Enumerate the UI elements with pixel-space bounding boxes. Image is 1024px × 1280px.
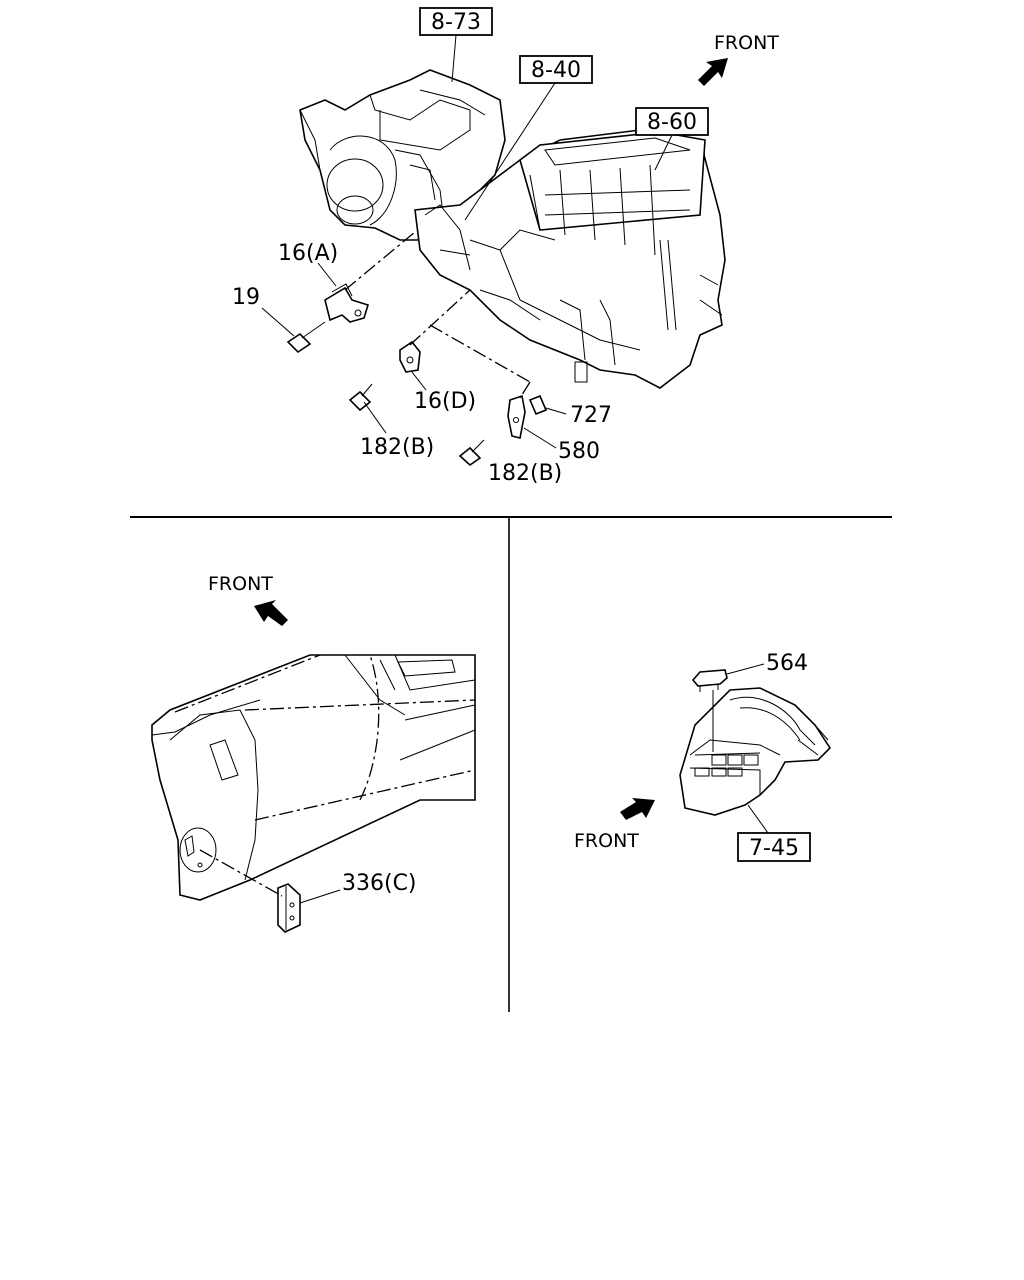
front-arrow-icon: [698, 58, 728, 86]
callout-19: 19: [232, 285, 260, 310]
leader-727: [545, 407, 567, 415]
callout-564: 564: [766, 651, 808, 676]
bracket-580[interactable]: [507, 394, 526, 439]
clip-564[interactable]: [691, 669, 728, 692]
centerline-580: [429, 324, 531, 383]
front-label-right: FRONT: [574, 830, 639, 852]
ref-box-8-60[interactable]: 8-60: [635, 107, 709, 136]
callout-16a: 16(A): [278, 241, 338, 266]
leader-336c: [299, 889, 341, 904]
leader-8-60: [654, 134, 673, 171]
front-label-top: FRONT: [714, 32, 779, 54]
bottom-left-section: FRONT 336(C): [151, 573, 476, 933]
callout-580: 580: [558, 439, 600, 464]
front-arrow-right-icon: [620, 798, 655, 820]
front-label-left: FRONT: [208, 573, 273, 595]
ref-box-8-40[interactable]: 8-40: [519, 55, 593, 84]
leader-19: [261, 307, 295, 337]
leader-16a: [317, 262, 337, 287]
screw-182b-1[interactable]: [348, 383, 373, 412]
leader-8-40: [464, 82, 556, 221]
leader-16d: [411, 371, 427, 391]
top-section: 8-73 8-40 8-60 FRONT 16(A) 19: [232, 7, 779, 486]
svg-text:7-45: 7-45: [749, 836, 799, 861]
console-unit[interactable]: [679, 687, 832, 816]
callout-727: 727: [570, 403, 612, 428]
callout-182b-1: 182(B): [360, 435, 434, 460]
callout-16d: 16(D): [414, 389, 476, 414]
front-arrow-left-icon: [254, 600, 288, 626]
ref-box-7-45[interactable]: 7-45: [737, 832, 811, 862]
callout-182b-2: 182(B): [488, 461, 562, 486]
leader-182b-1: [363, 401, 387, 434]
centerline-16d: [409, 289, 471, 346]
svg-text:8-40: 8-40: [531, 58, 581, 83]
centerline-336c: [199, 849, 283, 897]
screw-19[interactable]: [286, 321, 326, 354]
leader-7-45: [747, 804, 769, 834]
screw-182b-2[interactable]: [458, 439, 485, 467]
ref-box-8-73[interactable]: 8-73: [419, 7, 493, 36]
bracket-16a[interactable]: [324, 283, 369, 323]
bracket-16d[interactable]: [399, 340, 421, 373]
bottom-right-section: 564 FRONT 7-45: [574, 651, 832, 862]
dashboard: [151, 654, 476, 901]
leader-580: [523, 427, 557, 449]
centerline-580b: [519, 381, 531, 399]
callout-336c: 336(C): [342, 871, 417, 896]
leader-564: [726, 663, 765, 675]
svg-text:8-60: 8-60: [647, 110, 697, 135]
centerline-16a: [344, 231, 416, 291]
pad-727[interactable]: [528, 394, 548, 416]
cover-336c[interactable]: [277, 883, 301, 933]
leader-8-73: [451, 34, 457, 83]
svg-text:8-73: 8-73: [431, 10, 481, 35]
